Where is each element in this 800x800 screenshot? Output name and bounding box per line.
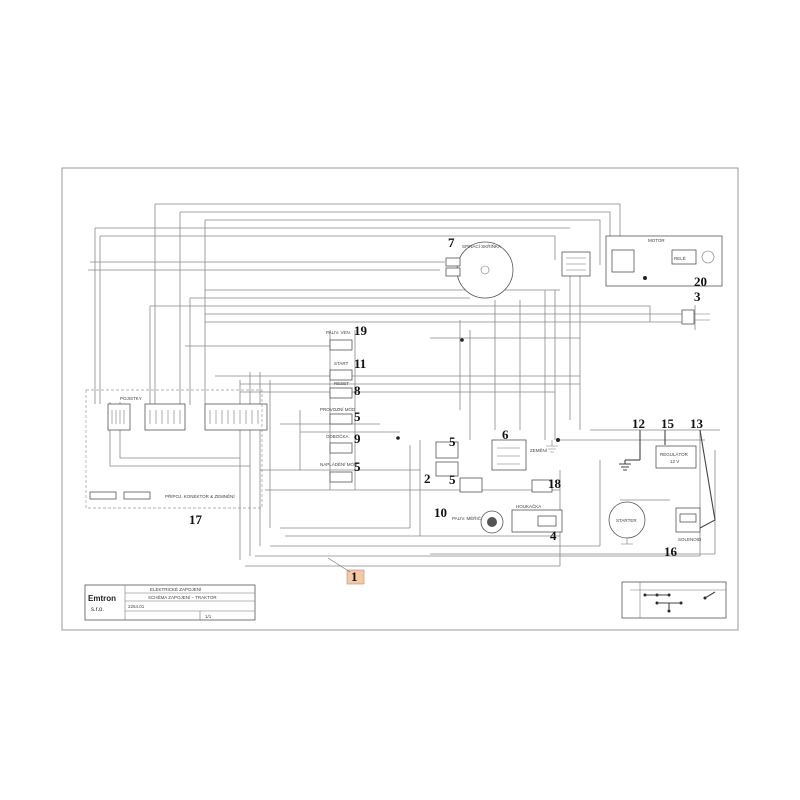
callout-11: 11 [354,356,366,371]
callout-5a: 5 [354,409,361,424]
reset-label: RESET [334,381,349,386]
switch-panel: PALIV. VEN. START RESET PROVOZNÍ MÓD ODB… [320,330,464,483]
ignition-label: SPINACÍ SKŘÍŇKA [462,242,501,249]
connector-right [561,251,591,277]
gauge-label: PALIV. MĚŘIČ [452,514,482,521]
callout-3: 3 [694,289,701,304]
regulator-label: REGULÁTOR [660,451,689,457]
relay-label: RELÉ [674,255,686,261]
callout-5c: 5 [449,434,456,449]
terminal-block [681,309,710,325]
switch-cluster-mid [435,441,553,493]
solenoid-label: SOLENOID [678,537,702,542]
callout-18: 18 [548,476,562,491]
connector-legend: PŘÍPOJ. KONEKTOR & ZEMNĚNÍ [89,491,235,500]
starter-motor: STARTER [608,501,646,545]
fuel-gauge: PALIV. MĚŘIČ [452,510,504,534]
callout-10: 10 [434,505,447,520]
drawing-frame [61,167,739,631]
sheet-number: 1/1 [205,614,212,619]
start-label: START [334,361,349,366]
callout-5b: 5 [354,459,361,474]
legend-note: PŘÍPOJ. KONEKTOR & ZEMNĚNÍ [165,492,235,499]
motor-relay-block: MOTOR RELÉ [605,235,723,287]
callout-1-box [346,569,365,585]
callout-4: 4 [550,528,557,543]
title-text: ELEKTRICKÉ ZAPOJENÍ [150,586,202,592]
callout-2: 2 [424,471,431,486]
ground-label: ZEMĚNÍ [530,446,548,453]
callout-8: 8 [354,383,361,398]
callout-1: 1 [351,569,358,584]
mode3-label: NAPLÁDĚNÍ MÓD [320,460,358,467]
fuse-blocks: POJISTKY [107,396,268,431]
callout-13: 13 [690,416,704,431]
drawing-number: 2254.01 [128,604,145,609]
logo-bottom: s.r.o. [91,607,104,613]
horn-unit: HOUKAČKA [511,503,563,533]
callout-15: 15 [661,416,675,431]
subtitle-text: SCHÉMA ZAPOJENÍ – TRAKTOR [148,594,217,600]
callout-9: 9 [354,431,361,446]
logo-top: Emtron [88,594,116,603]
title-block: Emtron s.r.o. ELEKTRICKÉ ZAPOJENÍ SCHÉMA… [84,584,256,621]
motor-label: MOTOR [648,238,665,243]
ignition-switch: SPINACÍ SKŘÍŇKA [445,241,514,299]
mode1-label: PROVOZNÍ MÓD [320,406,356,412]
connector-legend-frame [85,389,263,509]
fuel-label: PALIV. VEN. [326,330,351,335]
mode2-label: ODBOČKA [326,433,349,439]
battery-voltage: 12 V [670,459,679,464]
ground-symbol [546,440,631,471]
callout-6: 6 [502,427,509,442]
switch-position-table [621,581,727,619]
horn-label: HOUKAČKA [516,503,541,509]
solenoid: SOLENOID [675,507,702,542]
callout-markers: 1 2 3 4 5 5 5 5 6 7 8 9 10 11 12 13 15 1… [189,235,707,585]
callout-5d: 5 [449,472,456,487]
callout-12: 12 [632,416,645,431]
callout-16: 16 [664,544,678,559]
callout-7: 7 [448,235,455,250]
relay-six: ZEMĚNÍ [491,438,560,471]
power-cables [625,429,716,529]
callout-20: 20 [694,274,707,289]
regulator: REGULÁTOR 12 V [655,445,697,469]
callout-17: 17 [189,512,203,527]
starter-label: STARTER [616,518,637,523]
fuse-box-label: POJISTKY [120,396,142,401]
callout-19: 19 [354,323,368,338]
